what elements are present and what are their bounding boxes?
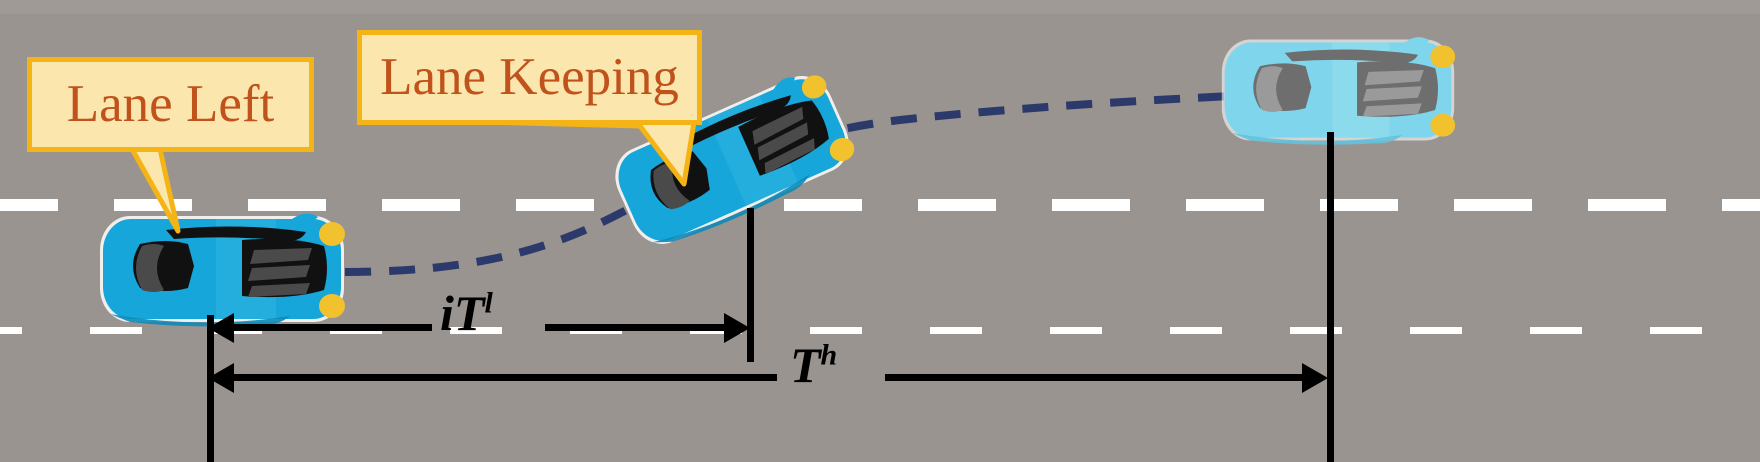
lane-dash-segment — [1320, 199, 1398, 211]
dimension-label-th: Th — [790, 340, 837, 390]
dimension-arrow-itl-right — [724, 313, 750, 343]
dimension-arrow-th-left — [208, 363, 234, 393]
dimension-arrow-itl-left — [208, 313, 234, 343]
lane-dash-segment — [516, 199, 594, 211]
lane-dash-segment-lower — [1290, 327, 1342, 334]
reference-line-ego-mid — [747, 208, 754, 362]
vehicle-ego-end[interactable] — [1218, 32, 1458, 148]
reference-line-ego-end — [1327, 132, 1334, 462]
lane-dash-segment — [1454, 199, 1532, 211]
dimension-label-th-base: T — [790, 337, 821, 393]
dimension-label-th-sup: h — [820, 338, 838, 372]
lane-dash-segment — [918, 199, 996, 211]
vehicle-ego-start[interactable] — [96, 210, 348, 328]
lane-dash-segment-lower — [0, 327, 22, 334]
dimension-arrow-th-right — [1302, 363, 1328, 393]
lane-dash-segment-lower — [1170, 327, 1222, 334]
callout-lane-left[interactable]: Lane Left — [27, 57, 314, 152]
lane-dash-segment — [784, 199, 862, 211]
callout-lane-keeping-label: Lane Keeping — [380, 48, 679, 106]
dimension-label-itl: iTl — [440, 288, 493, 338]
dimension-label-itl-base: iT — [440, 285, 485, 341]
lane-dash-segment-lower — [1530, 327, 1582, 334]
lane-dash-segment — [382, 199, 460, 211]
lane-dash-segment-lower — [1650, 327, 1702, 334]
lane-dash-segment — [1588, 199, 1666, 211]
lane-dash-segment-lower — [1410, 327, 1462, 334]
dimension-line-itl-right — [545, 324, 730, 331]
road-shoulder-top — [0, 0, 1760, 14]
lane-dash-segment — [1186, 199, 1264, 211]
lane-dash-segment-lower — [1050, 327, 1102, 334]
callout-lane-keeping[interactable]: Lane Keeping — [357, 30, 702, 125]
lane-dash-segment-lower — [810, 327, 862, 334]
lane-dash-segment — [1722, 199, 1760, 211]
dimension-line-itl-left — [232, 324, 432, 331]
lane-dash-segment — [0, 199, 58, 211]
dimension-line-th-right — [885, 374, 1308, 381]
dimension-label-itl-sup: l — [484, 286, 493, 320]
lane-dash-segment — [248, 199, 326, 211]
lane-dash-segment — [1052, 199, 1130, 211]
callout-lane-left-label: Lane Left — [66, 75, 275, 133]
lane-dash-segment-lower — [930, 327, 982, 334]
lane-dash-segment-lower — [90, 327, 142, 334]
dimension-line-th-left — [232, 374, 777, 381]
lane-dash-segment-lower — [450, 327, 502, 334]
